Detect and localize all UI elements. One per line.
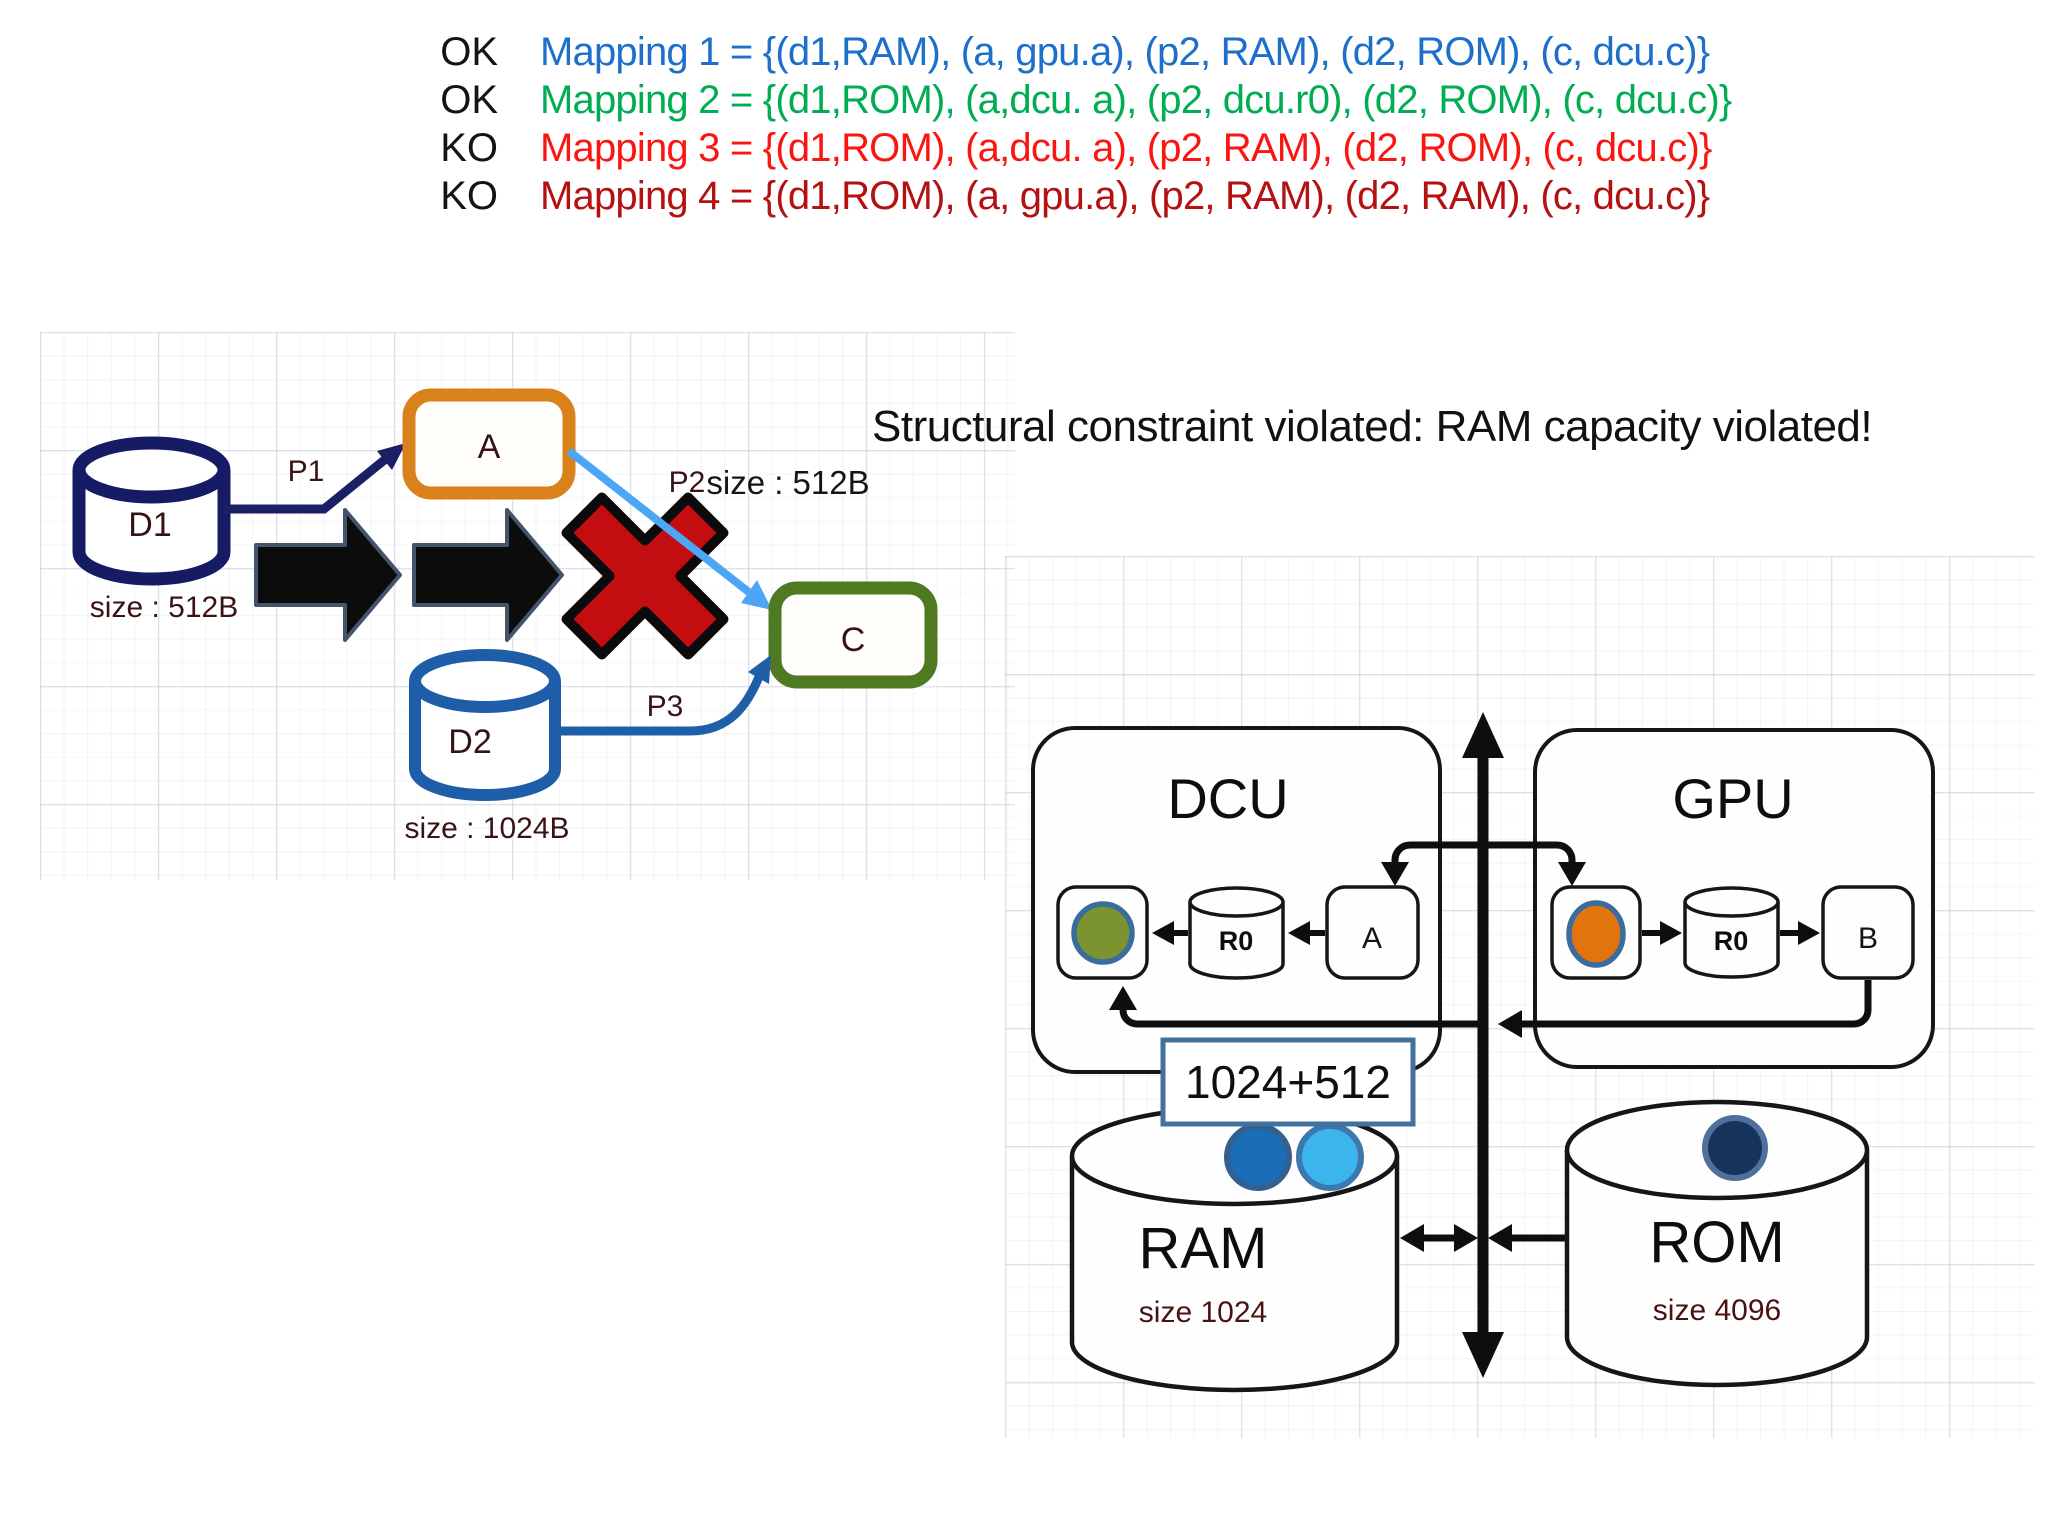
a-label: A bbox=[478, 428, 501, 466]
rom-label: ROM bbox=[1649, 1210, 1784, 1275]
mapping-text: Mapping 4 = {(d1,ROM), (a, gpu.a), (p2, … bbox=[540, 174, 1710, 218]
flow-diagram: D1 size : 512B P1 A P2 size : 512B bbox=[72, 388, 938, 845]
mapping-text: Mapping 2 = {(d1,ROM), (a,dcu. a), (p2, … bbox=[540, 78, 1732, 122]
mapping-status: OK bbox=[440, 78, 498, 122]
system-bus-arrow bbox=[1462, 712, 1504, 1378]
gpu-register-label: R0 bbox=[1714, 926, 1749, 956]
mapping-status: KO bbox=[440, 174, 498, 218]
rom-bus-link bbox=[1488, 1224, 1565, 1252]
mapping-row-1: OK Mapping 1 = {(d1,RAM), (a, gpu.a), (p… bbox=[0, 30, 2048, 78]
dcu-port-a-label: A bbox=[1362, 922, 1382, 955]
mapping-status: KO bbox=[440, 126, 498, 170]
p2-label: P2 bbox=[669, 466, 706, 499]
mapping-row-3: KO Mapping 3 = {(d1,ROM), (a,dcu. a), (p… bbox=[0, 126, 2048, 174]
dcu-unit: DCU R0 A bbox=[1031, 726, 1442, 1074]
datastore-d2: D2 size : 1024B bbox=[404, 649, 570, 845]
mapping-row-4: KO Mapping 4 = {(d1,ROM), (a, gpu.a), (p… bbox=[0, 174, 2048, 222]
ram-bus-link bbox=[1400, 1224, 1478, 1252]
gpu-unit: GPU R0 B bbox=[1533, 728, 1935, 1069]
dcu-port-a bbox=[1325, 885, 1420, 980]
gpu-orange-token-icon bbox=[1566, 900, 1626, 968]
violation-message: Structural constraint violated: RAM capa… bbox=[872, 402, 1873, 451]
d1-size-caption: size : 512B bbox=[90, 591, 238, 624]
ram-size-caption: size 1024 bbox=[1139, 1296, 1267, 1329]
ram-label: RAM bbox=[1139, 1216, 1268, 1281]
edge-p1: P1 bbox=[224, 443, 406, 514]
rom-navy-token-icon bbox=[1702, 1115, 1768, 1181]
dcu-green-token-icon bbox=[1071, 901, 1135, 965]
mapping-text: Mapping 3 = {(d1,ROM), (a,dcu. a), (p2, … bbox=[540, 126, 1712, 170]
d1-label: D1 bbox=[128, 506, 171, 544]
node-a: A bbox=[402, 388, 576, 500]
gpu-port-b bbox=[1821, 885, 1915, 980]
edge-p2: P2 size : 512B bbox=[566, 447, 870, 610]
ram-store: RAM size 1024 bbox=[1069, 1105, 1400, 1393]
dcu-register-label: R0 bbox=[1219, 926, 1254, 956]
gpu-b-feedback-connector bbox=[1109, 980, 1872, 1038]
dcu-title: DCU bbox=[1167, 767, 1288, 830]
ram-capacity-value: 1024+512 bbox=[1185, 1056, 1391, 1108]
mapping-row-2: OK Mapping 2 = {(d1,ROM), (a,dcu. a), (p… bbox=[0, 78, 2048, 126]
c-label: C bbox=[841, 621, 866, 659]
d2-label: D2 bbox=[448, 723, 491, 761]
ram-blue-token-icon bbox=[1224, 1123, 1292, 1191]
black-block-arrow-icon bbox=[254, 508, 402, 642]
ram-cyan-token-icon bbox=[1296, 1123, 1364, 1191]
rom-store: ROM size 4096 bbox=[1564, 1099, 1870, 1388]
d2-size-caption: size : 1024B bbox=[404, 812, 569, 845]
edge-p3: P3 bbox=[555, 655, 771, 736]
rom-size-caption: size 4096 bbox=[1653, 1294, 1781, 1327]
gpu-port-b-label: B bbox=[1858, 922, 1878, 955]
p2-size-caption: size : 512B bbox=[706, 464, 869, 501]
gpu-title: GPU bbox=[1672, 767, 1793, 830]
mapping-status: OK bbox=[440, 30, 498, 74]
p1-label: P1 bbox=[288, 455, 325, 488]
hw-diagram: DCU R0 A GPU R0 bbox=[1031, 712, 1935, 1393]
p3-label: P3 bbox=[647, 690, 684, 723]
ram-capacity-annotation: 1024+512 bbox=[1160, 1037, 1416, 1127]
black-block-arrow-icon bbox=[412, 508, 564, 642]
bus-to-units-connector bbox=[1381, 841, 1586, 886]
datastore-d1: D1 size : 512B bbox=[72, 436, 238, 624]
node-c: C bbox=[768, 581, 938, 689]
mapping-text: Mapping 1 = {(d1,RAM), (a, gpu.a), (p2, … bbox=[540, 30, 1710, 74]
